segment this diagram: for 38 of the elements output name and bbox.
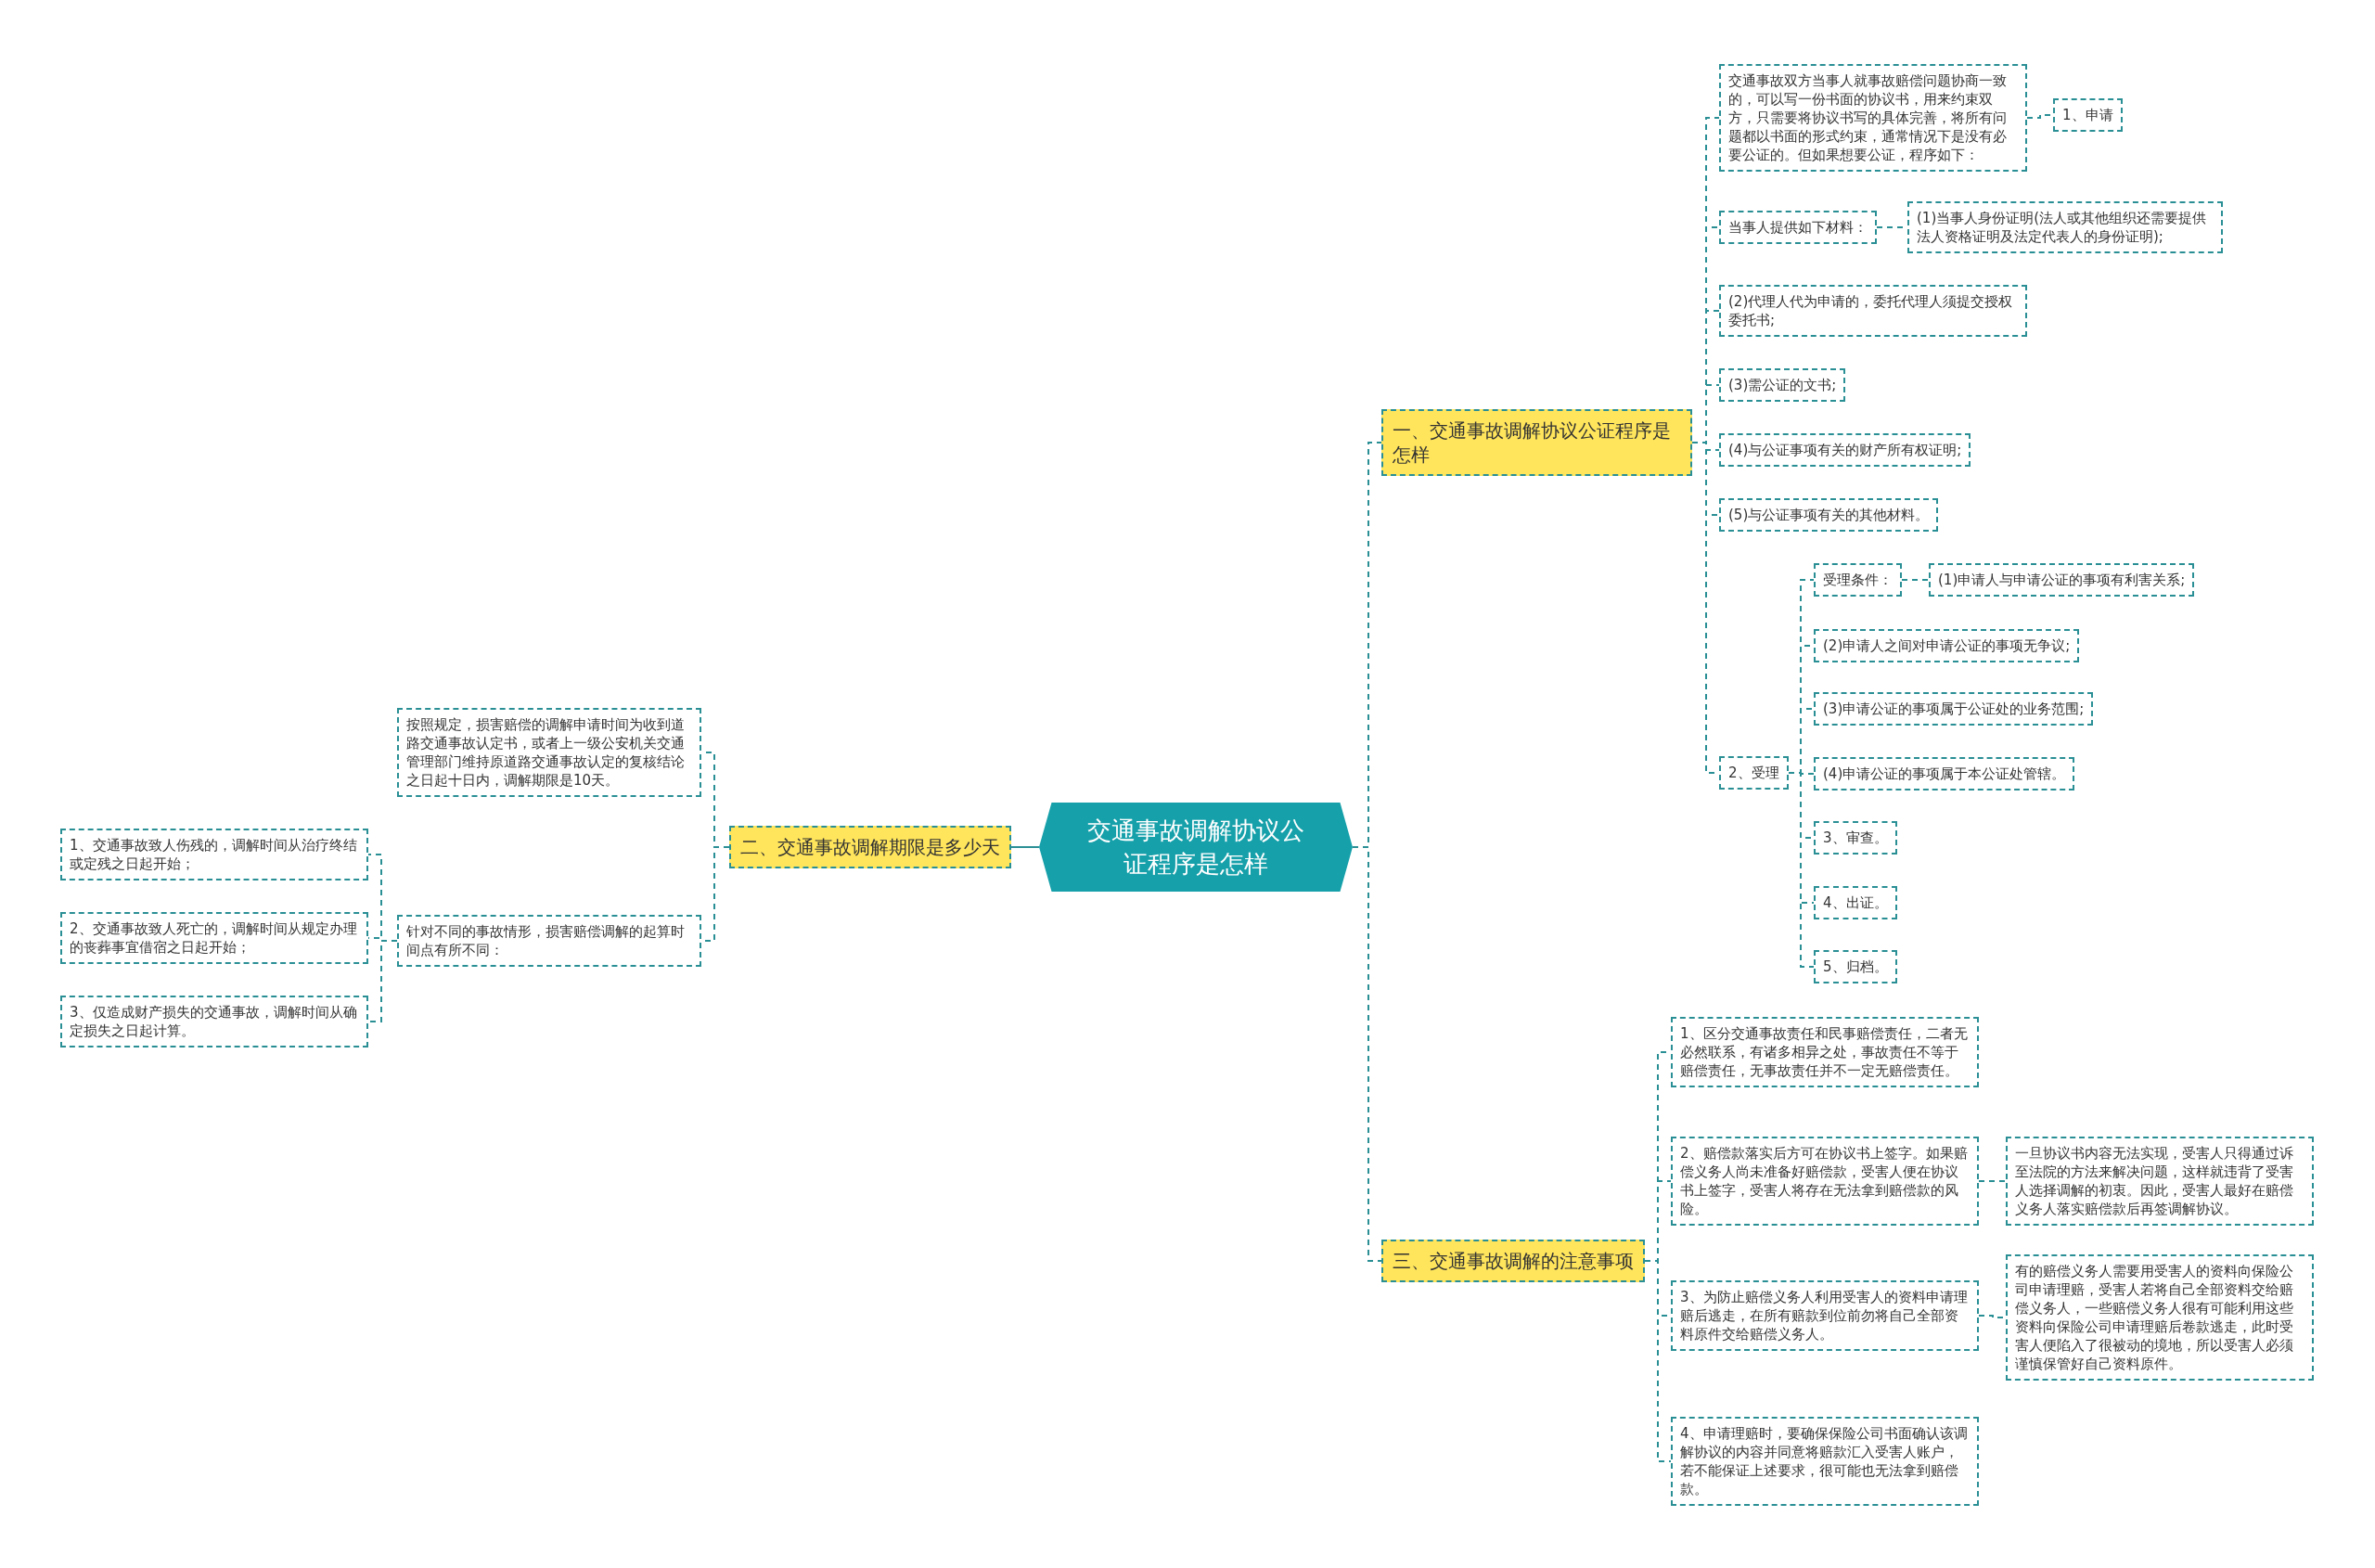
topic-box: (1)当事人身份证明(法人或其他组织还需要提供法人资格证明及法定代表人的身份证明); [1907, 201, 2223, 253]
connector-line [1901, 579, 1930, 581]
topic-box: (2)申请人之间对申请公证的事项无争议; [1814, 629, 2080, 662]
topic-box: 2、赔偿款落实后方可在协议书上签字。如果赔偿义务人尚未准备好赔偿款，受害人便在协议书上签字，受害人将存在无法拿到赔偿款的风险。 [1671, 1137, 1979, 1226]
topic-box: 1、交通事故致人伤残的，调解时间从治疗终结或定残之日起开始； [60, 829, 368, 880]
connector-line [1788, 772, 1815, 968]
topic-box: 按照规定，损害赔偿的调解申请时间为收到道路交通事故认定书，或者上一级公安机关交通管理部门维持原道路交通事故认定的复核结论之日起十日内，调解期限是10天。 [397, 708, 701, 797]
topic-box: 当事人提供如下材料： [1719, 211, 1877, 244]
branch-topic: 二、交通事故调解期限是多少天 [729, 826, 1011, 868]
topic-box: 3、仅造成财产损失的交通事故，调解时间从确定损失之日起计算。 [60, 996, 368, 1047]
topic-box: 2、受理 [1719, 756, 1789, 790]
topic-box: 1、申请 [2053, 98, 2123, 132]
topic-box: 受理条件： [1814, 563, 1902, 597]
topic-box: 2、交通事故致人死亡的，调解时间从规定办理的丧葬事宜借宿之日起开始； [60, 912, 368, 964]
branch-topic: 三、交通事故调解的注意事项 [1381, 1240, 1645, 1282]
topic-box: (3)需公证的文书; [1719, 368, 1846, 402]
connector-line [1978, 1180, 2007, 1182]
topic-box: 交通事故双方当事人就事故赔偿问题协商一致的，可以写一份书面的协议书，用来约束双方，只需要将协议书写的具体完善，将所有问题都以书面的形式约束，通常情况下是没有必要公证的。但如果想要公证，程序如下： [1719, 64, 2027, 172]
central-topic: 交通事故调解协议公证程序是怎样 [1039, 803, 1353, 892]
topic-box: 5、归档。 [1814, 950, 1897, 983]
topic-box: (1)申请人与申请公证的事项有利害关系; [1929, 563, 2195, 597]
branch-topic: 一、交通事故调解协议公证程序是怎样 [1381, 409, 1692, 476]
topic-box: (2)代理人代为申请的，委托代理人须提交授权委托书; [1719, 285, 2027, 337]
topic-box: 3、审查。 [1814, 821, 1897, 855]
topic-box: 3、为防止赔偿义务人利用受害人的资料申请理赔后逃走，在所有赔款到位前勿将自己全部资料原件交给赔偿义务人。 [1671, 1280, 1979, 1351]
connector-line [1010, 846, 1040, 848]
topic-box: (3)申请公证的事项属于公证处的业务范围; [1814, 692, 2094, 726]
connector-line [1644, 1260, 1672, 1462]
topic-box: 1、区分交通事故责任和民事赔偿责任，二者无必然联系，有诸多相异之处，事故责任不等于赔偿责任，无事故责任并不一定无赔偿责任。 [1671, 1017, 1979, 1087]
topic-box: (4)与公证事项有关的财产所有权证明; [1719, 433, 1971, 467]
connector-line [367, 940, 398, 1022]
topic-box: 4、出证。 [1814, 886, 1897, 919]
topic-box: (5)与公证事项有关的其他材料。 [1719, 498, 1939, 532]
topic-box: 4、申请理赔时，要确保保险公司书面确认该调解协议的内容并同意将赔款汇入受害人账户，若不能保证上述要求，很可能也无法拿到赔偿款。 [1671, 1417, 1979, 1506]
topic-box: 有的赔偿义务人需要用受害人的资料向保险公司申请理赔，受害人若将自己全部资料交给赔偿义务人，一些赔偿义务人很有可能利用这些资料向保险公司申请理赔后卷款逃走，此时受害人便陷入了很被动的境地，所以受害人必须谨慎保管好自己资料原件。 [2006, 1254, 2314, 1381]
topic-box: (4)申请公证的事项属于本公证处管辖。 [1814, 757, 2075, 790]
topic-box: 针对不同的事故情形，损害赔偿调解的起算时间点有所不同： [397, 915, 701, 967]
topic-box: 一旦协议书内容无法实现，受害人只得通过诉至法院的方法来解决问题，这样就违背了受害人选择调解的初衷。因此，受害人最好在赔偿义务人落实赔偿款后再签调解协议。 [2006, 1137, 2314, 1226]
